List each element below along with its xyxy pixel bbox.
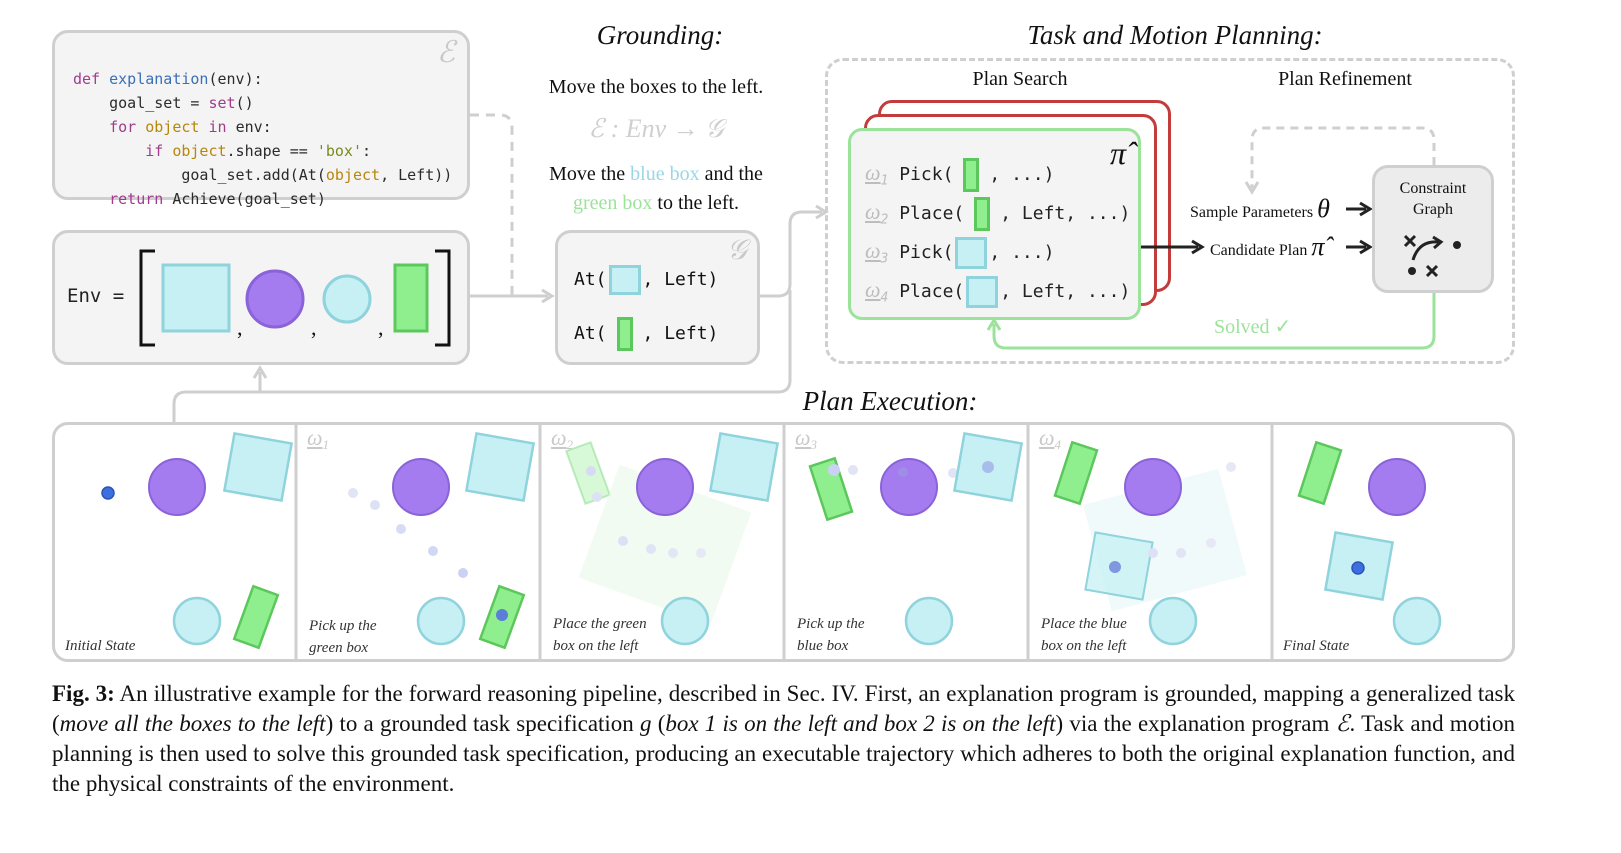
node-dot-icon: [1453, 241, 1461, 249]
grounding-heading: Grounding:: [596, 20, 724, 50]
plan-row-1-green-box: [963, 158, 980, 192]
task-text-3: to the left.: [652, 192, 740, 214]
exec-omega-1: ω1: [307, 425, 330, 453]
candidate-plan-label: Candidate Plan π̂: [1210, 232, 1325, 261]
code-line-2: goal_set = set(): [73, 94, 254, 112]
environment-panel: Env = , , ,: [52, 230, 470, 365]
plan-row-4: ω4 Place(, Left, ...): [865, 272, 1130, 308]
plan-row-4-blue-box: [966, 276, 999, 308]
solved-return-line: [992, 293, 1436, 350]
code-to-grounding-dashed-line: [470, 113, 514, 296]
env-separator-2: ,: [311, 315, 317, 340]
env-purple-sphere: [245, 269, 305, 329]
theta-symbol: θ: [1317, 194, 1330, 223]
exec-omega-3: ω3: [795, 425, 818, 453]
at-box-1: At(, Left): [574, 263, 718, 297]
env-blue-sphere: [322, 274, 372, 324]
task-text-2: and the: [699, 163, 763, 185]
right-bracket: [435, 249, 451, 347]
explanation-code-panel: ℰ def explanation(env): goal_set = set()…: [52, 30, 470, 208]
exec-omega-2: ω2: [551, 425, 574, 453]
cell-pick-green: [348, 431, 536, 650]
plan-row-1: ω1 Pick(, ...): [865, 155, 1054, 192]
cell-final-state: [1297, 440, 1442, 646]
grounding-specific-task: Move the blue box and the green box to t…: [510, 160, 802, 218]
cross-icon: [1403, 234, 1417, 248]
tamp-heading: Task and Motion Planning:: [1027, 20, 1323, 50]
plan-execution-heading: Plan Execution:: [802, 386, 978, 416]
grounded-spec-panel: 𝒢 At(, Left) At(, Left): [555, 230, 760, 365]
execution-to-env-line: [172, 290, 792, 424]
solved-label: Solved ✓: [1214, 316, 1292, 338]
env-blue-box: [161, 263, 231, 333]
constraint-graph-icon: [1403, 234, 1461, 278]
plan-pi-hat: π̂: [1109, 135, 1126, 171]
cell-pick-blue: [808, 431, 1024, 646]
env-separator-1: ,: [237, 315, 243, 340]
plan-row-2: ω2 Place(, Left, ...): [865, 194, 1130, 231]
grounded-to-tamp-arrow: [760, 210, 822, 298]
cross-icon-2: [1425, 264, 1439, 278]
plan-search-label: Plan Search: [972, 68, 1068, 90]
candidate-pi-symbol: π̂: [1311, 232, 1325, 261]
exec-omega-4: ω4: [1039, 425, 1062, 453]
plan-row-3: ω3 Pick(, ...): [865, 233, 1054, 269]
code-line-1: def explanation(env):: [73, 70, 263, 88]
execution-to-env-arrow: [258, 372, 262, 392]
code-line-4: if object.shape == 'box':: [145, 142, 372, 160]
at-blue-box: [608, 265, 641, 295]
grounded-symbol: 𝒢: [727, 235, 747, 266]
plan-row-3-blue-box: [955, 237, 988, 269]
plan-row-2-green-box: [974, 197, 991, 231]
graph-to-sample-dashed-loop: [1250, 126, 1436, 188]
code-line-6: return Achieve(goal_set): [109, 190, 326, 208]
cell-initial-state: [101, 431, 294, 650]
grounding-generalized-task: Move the boxes to the left.: [548, 76, 764, 98]
caption-figure-number: Fig. 3:: [52, 681, 115, 706]
left-bracket: [139, 249, 155, 347]
cell-place-blue: [1053, 440, 1247, 646]
execution-cells-svg: [101, 425, 1442, 659]
curve-arrow-icon: [1411, 240, 1440, 261]
at-green-box: [616, 317, 633, 351]
tamp-panel: [825, 58, 1515, 364]
code-line-3: for object in env:: [109, 118, 272, 136]
exec-label-final: Final State: [1283, 638, 1350, 654]
figure-caption: Fig. 3: An illustrative example for the …: [52, 681, 1515, 796]
plan-card-front: π̂ ω1 Pick(, ...) ω2 Place(, Left, ...) …: [848, 128, 1141, 320]
sample-parameters-label: Sample Parameters θ: [1190, 194, 1330, 223]
plan-refinement-label: Plan Refinement: [1278, 68, 1412, 90]
env-separator-3: ,: [378, 315, 384, 340]
node-dot-icon-2: [1408, 267, 1416, 275]
env-green-box: [393, 263, 429, 333]
code-line-5: goal_set.add(At(object, Left)): [73, 166, 453, 184]
env-objects: [139, 249, 451, 347]
grounding-mapping: ℰ : Env → 𝒢: [588, 114, 724, 143]
at-box-2: At(, Left): [574, 317, 718, 351]
exec-label-initial: Initial State: [65, 638, 136, 654]
task-text-1: Move the: [549, 163, 631, 185]
task-blue-box-text: blue box: [630, 163, 700, 185]
explanation-symbol: ℰ: [436, 36, 455, 69]
env-label: Env =: [67, 285, 125, 307]
cell-place-green: [564, 431, 780, 646]
task-green-box-text: green box: [572, 192, 653, 214]
code-listing: def explanation(env): goal_set = set() f…: [73, 43, 452, 259]
